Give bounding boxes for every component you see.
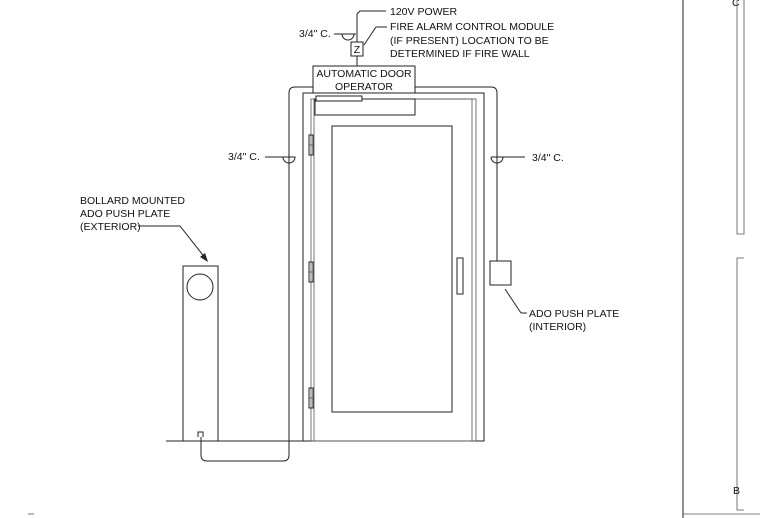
conduit-symbol-top	[341, 33, 355, 41]
bollard	[182, 265, 219, 442]
title-block-edge-upper	[736, 0, 745, 235]
interior-push-plate	[489, 260, 512, 286]
bollard-leader-arrow	[200, 253, 208, 262]
power-conduit	[356, 10, 386, 42]
conduit-run-left	[200, 86, 313, 462]
fire-alarm-leader	[363, 26, 387, 46]
title-block-edge-lower	[736, 257, 744, 511]
module-symbol-label: Z	[354, 44, 361, 56]
bollard-conduit-stub	[197, 431, 204, 437]
interior-plate-leader	[504, 288, 522, 314]
bollard-label-line2: ADO PUSH PLATE	[80, 208, 170, 220]
operator-label-line1: AUTOMATIC DOOR	[316, 68, 412, 80]
conduit-run-right	[415, 86, 498, 261]
bollard-label-line1: BOLLARD MOUNTED	[80, 195, 185, 207]
interior-plate-label-line2: (INTERIOR)	[529, 321, 586, 333]
automatic-door-operator-box	[312, 65, 416, 94]
hinge-bottom	[308, 387, 314, 409]
hinge-top	[308, 134, 314, 156]
bollard-leader	[138, 225, 207, 260]
operator-arm	[314, 98, 416, 116]
grid-ref-bottom: B	[733, 485, 740, 497]
conduit-symbol-left	[282, 156, 296, 164]
interior-plate-label-line1: ADO PUSH PLATE	[529, 308, 619, 320]
operator-arm-bar	[315, 95, 363, 102]
conduit-label-right: 3/4" C.	[532, 152, 564, 164]
bollard-label-line3: (EXTERIOR)	[80, 221, 141, 233]
fire-alarm-label-line2: (IF PRESENT) LOCATION TO BE	[390, 35, 549, 47]
door-leaf-line	[313, 98, 473, 442]
door-frame-inner	[310, 98, 477, 442]
bollard-push-button	[186, 273, 214, 301]
door-pull-handle	[456, 257, 464, 295]
operator-label-line2: OPERATOR	[335, 81, 393, 93]
hinge-middle	[308, 261, 314, 283]
door-glass-panel	[331, 125, 453, 413]
fire-alarm-label-line1: FIRE ALARM CONTROL MODULE	[390, 21, 554, 33]
fire-alarm-label-line3: DETERMINED IF FIRE WALL	[390, 48, 530, 60]
conduit-label-top: 3/4" C.	[299, 28, 331, 40]
conduit-label-left: 3/4" C.	[228, 151, 260, 163]
power-label: 120V POWER	[390, 6, 458, 18]
grid-ref-top: C	[732, 0, 740, 9]
